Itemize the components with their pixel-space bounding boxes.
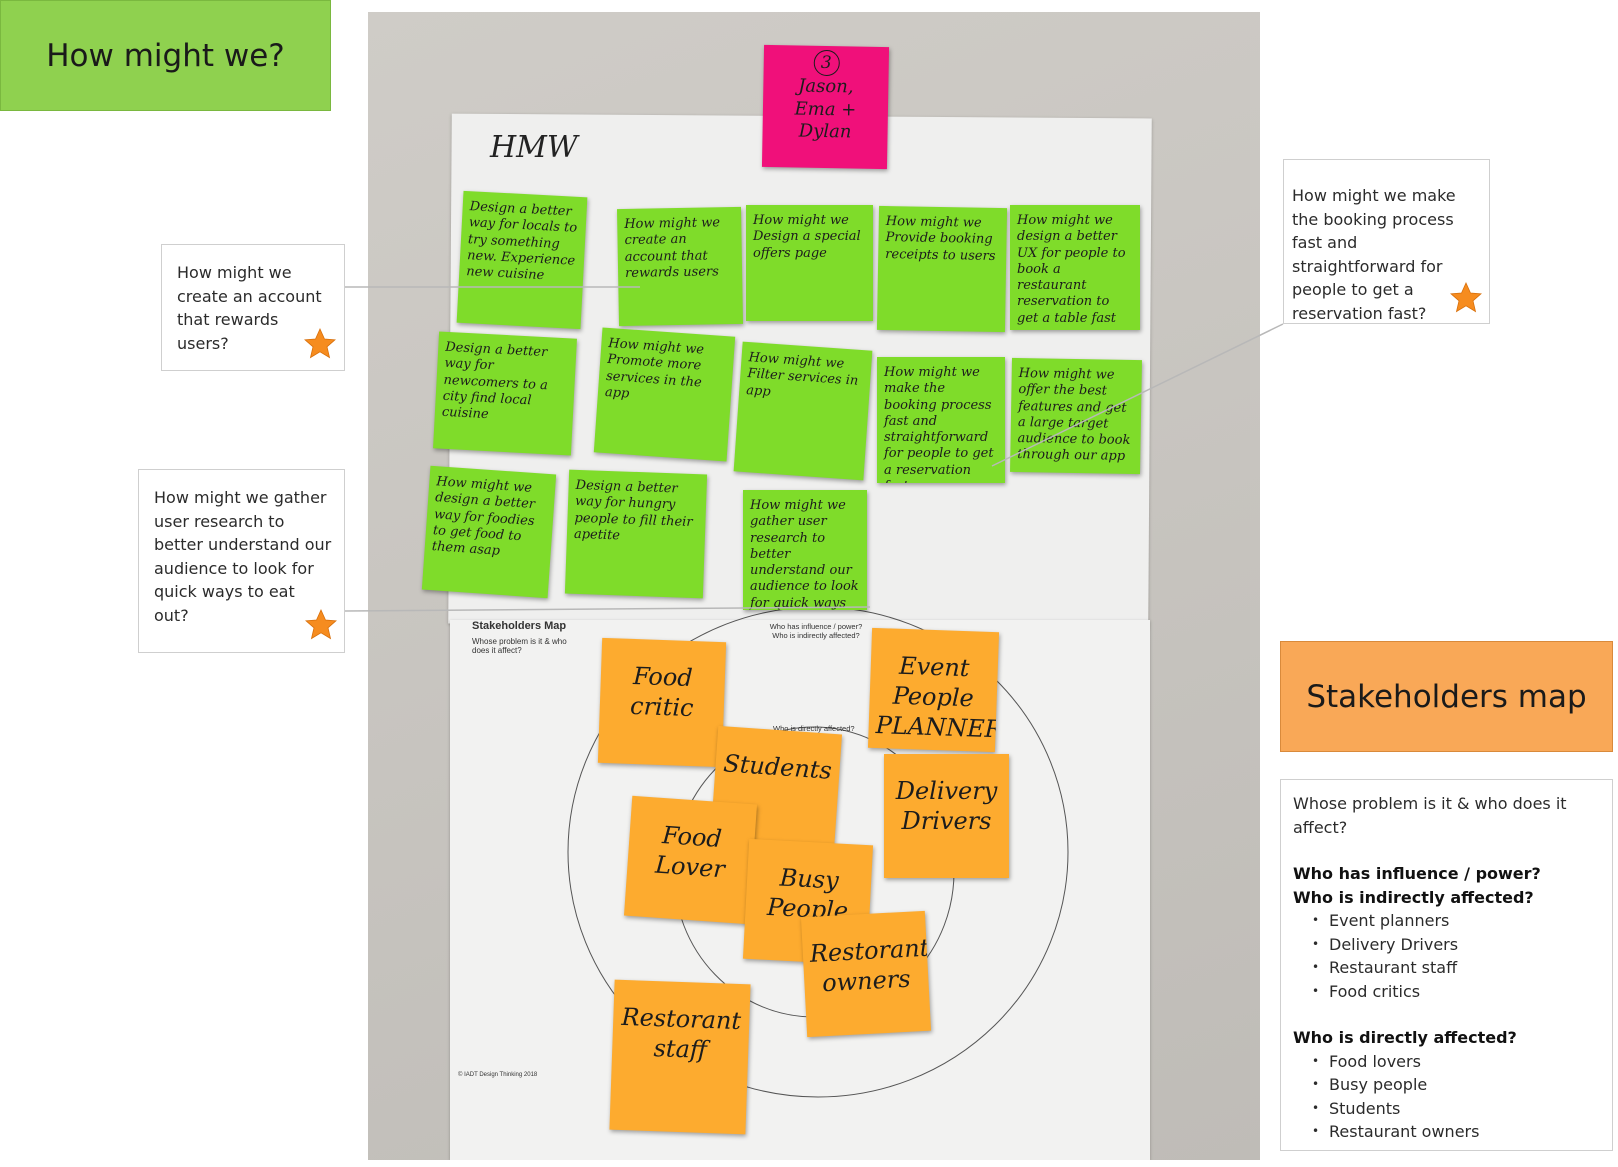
booking-note-text: How might we make the booking process fa…: [1292, 186, 1456, 323]
star-icon: [1450, 282, 1482, 313]
indirect-list: Event planners Delivery Drivers Restaura…: [1293, 909, 1600, 1003]
stakeholder-question: Whose problem is it & who does it affect…: [1293, 794, 1567, 837]
direct-list: Food lovers Busy people Students Restaur…: [1293, 1050, 1600, 1144]
green-sticky-note[interactable]: How might we make the booking process fa…: [877, 357, 1005, 483]
rewards-note-text: How might we create an account that rewa…: [177, 263, 322, 353]
list-item: Food lovers: [1312, 1050, 1600, 1074]
map-paper-title: Stakeholders Map: [472, 620, 567, 632]
list-item: Busy people: [1312, 1073, 1600, 1097]
list-item: Restaurant owners: [1312, 1120, 1600, 1144]
how-might-we-banner-label: How might we?: [46, 37, 285, 74]
star-icon: [304, 328, 336, 359]
green-sticky-note[interactable]: How might we Design a special offers pag…: [746, 205, 873, 321]
booking-note-card[interactable]: How might we make the booking process fa…: [1283, 159, 1490, 324]
outer-ring-label: Who has influence / power? Who is indire…: [769, 622, 863, 640]
list-item: Students: [1312, 1097, 1600, 1121]
indirect-heading: Who is indirectly affected?: [1293, 887, 1534, 907]
list-item: Delivery Drivers: [1312, 933, 1600, 957]
map-paper-subtitle: Whose problem is it & who does it affect…: [472, 637, 567, 655]
list-item: Food critics: [1312, 980, 1600, 1004]
stakeholders-map-banner[interactable]: Stakeholders map: [1280, 641, 1613, 752]
map-paper-footer: © IADT Design Thinking 2018: [458, 1072, 538, 1078]
list-item: Restaurant staff: [1312, 956, 1600, 980]
hmw-paper-title: HMW: [490, 130, 578, 165]
stakeholders-detail-card[interactable]: Whose problem is it & who does it affect…: [1280, 779, 1613, 1151]
orange-sticky-note[interactable]: Delivery Drivers: [884, 754, 1009, 878]
influence-heading: Who has influence / power?: [1293, 864, 1541, 883]
list-item: Event planners: [1312, 909, 1600, 933]
research-note-card[interactable]: How might we gather user research to bet…: [138, 469, 345, 653]
research-note-text: How might we gather user research to bet…: [154, 488, 332, 625]
direct-heading: Who is directly affected?: [1293, 1028, 1517, 1047]
star-icon: [305, 609, 337, 640]
inner-ring-label: Who is directly affected?: [773, 724, 855, 733]
rewards-note-card[interactable]: How might we create an account that rewa…: [161, 244, 345, 371]
workshop-photo[interactable]: HMW Stakeholders Map Whose problem is it…: [368, 12, 1260, 1160]
green-sticky-note[interactable]: How might we gather user research to bet…: [743, 490, 867, 610]
green-sticky-note[interactable]: How might we design a better UX for peop…: [1010, 205, 1140, 330]
how-might-we-banner[interactable]: How might we?: [0, 0, 331, 111]
stakeholders-map-banner-label: Stakeholders map: [1306, 678, 1587, 715]
